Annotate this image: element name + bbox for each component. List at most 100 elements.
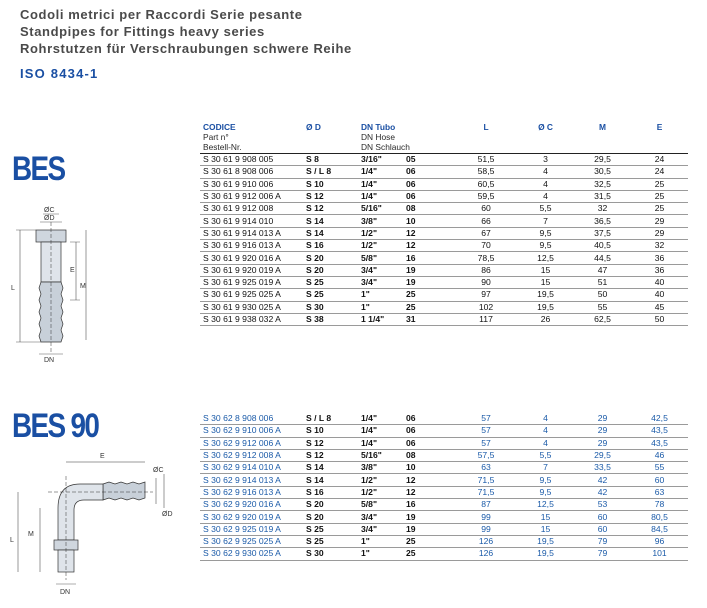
cell-dn: 1" [361, 301, 370, 312]
cell-dn: 3/4" [361, 264, 378, 275]
cell-l: 51,5 [477, 154, 495, 165]
cell-od: S / L 8 [306, 166, 332, 177]
cell-l: 60 [481, 203, 491, 214]
cell-code: S 30 61 8 908 006 [203, 166, 274, 177]
cell-dn: 5/16" [361, 203, 382, 214]
cell-dnn: 06 [406, 413, 416, 424]
cell-code: S 30 61 9 925 025 A [203, 289, 281, 300]
cell-e: 32 [654, 240, 665, 251]
cell-c: 15 [540, 277, 551, 288]
cell-dnn: 25 [406, 301, 416, 312]
cell-od: S 30 [306, 301, 324, 312]
cell-code: S 30 61 9 910 006 [203, 178, 274, 189]
cell-od: S 14 [306, 227, 324, 238]
bes-table-header: CODICE Part n° Bestell-Nr. Ø D DN Tubo D… [200, 121, 689, 154]
cell-e: 29 [654, 215, 665, 226]
cell-dn: 1 1/4" [361, 314, 385, 324]
cell-dnn: 06 [406, 437, 416, 448]
cell-e: 42,5 [651, 413, 668, 424]
cell-c: 4 [543, 191, 548, 202]
cell-code: S 30 61 9 920 019 A [203, 264, 281, 275]
cell-od: S 10 [306, 178, 324, 189]
title-english: Standpipes for Fittings heavy series [20, 24, 265, 39]
cell-dn: 1/4" [361, 425, 378, 436]
cell-m: 29 [597, 425, 608, 436]
cell-m: 36,5 [594, 215, 611, 226]
cell-m: 79 [597, 548, 608, 559]
cell-c: 19,5 [537, 548, 554, 559]
cell-dnn: 08 [406, 450, 416, 461]
cell-l: 57 [481, 413, 491, 424]
cell-od: S 10 [306, 425, 324, 436]
cell-code: S 30 62 9 925 019 A [203, 523, 281, 534]
cell-code: S 30 61 9 912 008 [203, 203, 274, 214]
cell-c: 4 [543, 166, 548, 177]
cell-dnn: 10 [406, 462, 416, 473]
cell-c: 4 [543, 413, 548, 424]
cell-od: S 8 [306, 154, 319, 165]
cell-l: 67 [481, 227, 491, 238]
cell-od: S 30 [306, 548, 324, 559]
cell-od: S 12 [306, 450, 324, 461]
cell-m: 29 [597, 437, 608, 448]
cell-dn: 1" [361, 536, 370, 547]
cell-e: 29 [654, 227, 665, 238]
cell-dnn: 08 [406, 203, 416, 214]
cell-dn: 1/4" [361, 437, 378, 448]
cell-code: S 30 61 9 920 016 A [203, 252, 281, 263]
cell-e: 25 [654, 191, 665, 202]
bes90-l-label: L [10, 537, 14, 544]
cell-code: S 30 61 9 914 013 A [203, 227, 281, 238]
cell-e: 45 [654, 301, 665, 312]
cell-dnn: 25 [406, 536, 416, 547]
cell-dnn: 12 [406, 486, 416, 497]
cell-c: 15 [540, 511, 551, 522]
cell-dn: 3/8" [361, 215, 378, 226]
cell-c: 15 [540, 264, 551, 275]
cell-m: 60 [597, 511, 608, 522]
cell-e: 96 [654, 536, 665, 547]
cell-dnn: 19 [406, 264, 416, 275]
cell-od: S 12 [306, 437, 324, 448]
cell-e: 43,5 [651, 425, 668, 436]
cell-dnn: 12 [406, 474, 416, 485]
cell-dnn: 12 [406, 227, 416, 238]
cell-e: 78 [654, 499, 665, 510]
cell-dn: 3/8" [361, 462, 378, 473]
cell-c: 5,5 [539, 203, 552, 214]
cell-c: 4 [543, 178, 548, 189]
cell-dn: 3/4" [361, 511, 378, 522]
cell-l: 90 [481, 277, 491, 288]
cell-m: 32 [597, 203, 608, 214]
cell-code: S 30 61 9 912 006 A [203, 191, 281, 202]
cell-dnn: 16 [406, 252, 416, 263]
title-italian: Codoli metrici per Raccordi Serie pesant… [20, 7, 303, 22]
cell-c: 26 [540, 314, 551, 324]
cell-e: 63 [654, 486, 665, 497]
cell-m: 29,5 [594, 450, 611, 461]
bes90-e-label: E [100, 453, 105, 460]
col-codice: CODICE Part n° Bestell-Nr. [203, 122, 242, 152]
cell-c: 12,5 [537, 252, 554, 263]
col-od: Ø D [306, 122, 321, 132]
bes90-technical-drawing: E ØC ØD M L DN [10, 453, 173, 596]
bes90-product-title: BES 90 [12, 407, 100, 445]
cell-od: S 14 [306, 474, 324, 485]
cell-od: S 25 [306, 536, 324, 547]
cell-e: 40 [654, 289, 665, 300]
cell-dn: 1/2" [361, 474, 378, 485]
cell-od: S 16 [306, 486, 324, 497]
cell-od: S 38 [306, 314, 324, 324]
cell-code: S 30 62 9 912 006 A [203, 437, 281, 448]
bes-dn-label: DN [44, 357, 54, 364]
